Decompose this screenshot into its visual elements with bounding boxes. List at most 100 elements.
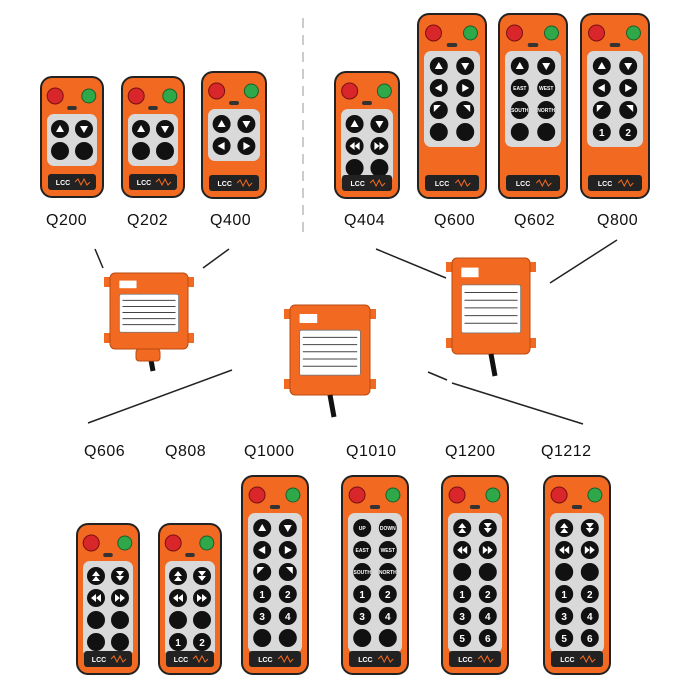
arrow-icon [283,525,292,532]
arrow-icon [217,120,226,127]
receiver-right [446,257,536,377]
arrow-icon [92,576,100,581]
indicator-icon [362,101,372,105]
keypad-button [169,611,187,629]
button-text: EAST [356,548,369,554]
arrow-icon [626,105,634,112]
wave-icon [74,177,91,187]
keypad-button [580,607,599,625]
arrow-icon [597,84,605,92]
start-button-icon [625,25,641,41]
model-label-q200: Q200 [46,212,88,229]
brand-logo: LCC [174,657,188,664]
arrow-icon [433,105,441,112]
keypad-button [478,563,497,581]
keypad-button [353,585,372,603]
brand-logo: LCC [137,180,151,187]
model-label-q1212: Q1212 [541,443,592,460]
button-text: 2 [199,638,205,649]
arrow-icon [198,576,206,581]
logo-plate [209,175,259,191]
start-button-icon [285,487,301,503]
keypad-button [253,607,272,625]
model-label-q600: Q600 [434,212,476,229]
arrow-icon [137,125,145,132]
arrow-icon [458,523,467,528]
connector-line [202,248,230,269]
button-text: 2 [587,590,593,601]
keypad-button [555,629,574,647]
wave-icon [535,178,552,188]
button-text: 5 [459,634,465,645]
emergency-stop-icon [208,82,226,100]
indicator-icon [269,505,281,509]
brand-plate [119,280,137,289]
remote-control: LCC [76,523,140,675]
keypad-button [378,541,397,559]
keypad-button [580,585,599,603]
mounting-tab [530,338,536,348]
arrow-icon [457,546,463,554]
arrow-icon [350,120,359,127]
logo-plate [249,651,301,667]
wave-icon [192,654,209,664]
arrow-icon [462,546,468,554]
arrow-icon [258,546,266,554]
button-text: SOUTH [353,570,371,576]
arrow-icon [375,121,384,128]
keypad-button [592,123,611,141]
arrow-icon [597,62,606,69]
keypad-button [453,607,472,625]
keypad-button [253,585,272,603]
keypad-button [370,159,389,177]
cable [327,394,337,418]
keypad-button [169,633,187,651]
button-text: 4 [485,612,491,623]
keypad-button [278,629,297,647]
keypad-button [193,611,211,629]
mounting-tab [370,309,376,319]
keypad-button [510,123,529,141]
keypad-button [353,607,372,625]
model-label-q602: Q602 [514,212,556,229]
emergency-stop-icon [506,24,524,42]
model-label-q1010: Q1010 [346,443,397,460]
arrow-icon [92,571,100,576]
remote-control: LCC [201,71,267,199]
keypad-button [478,607,497,625]
arrow-icon [559,546,565,554]
emergency-stop-icon [82,534,100,552]
logo-plate [588,175,642,191]
wave-icon [155,177,172,187]
brand-logo: LCC [435,181,449,188]
keypad-panel [83,561,133,657]
button-text: SOUTH [511,108,529,114]
model-label-q1000: Q1000 [244,443,295,460]
arrow-icon [178,594,183,602]
start-button-icon [385,487,401,503]
mounting-tab [104,333,110,343]
button-text: 2 [485,590,491,601]
keypad-button [156,142,174,160]
indicator-icon [185,553,195,557]
button-text: 3 [359,612,365,623]
cable [488,353,498,377]
model-label-q1200: Q1200 [445,443,496,460]
keypad-button [478,585,497,603]
arrow-icon [434,84,442,92]
start-button-icon [117,535,133,551]
brand-logo: LCC [560,657,574,664]
start-button-icon [81,88,97,104]
emergency-stop-icon [348,486,366,504]
indicator-icon [571,505,583,509]
wave-icon [617,178,634,188]
brand-logo: LCC [56,180,70,187]
indicator-icon [103,553,113,557]
connector-line [94,248,104,269]
button-text: WEST [381,548,395,554]
mounting-tab [188,277,194,287]
